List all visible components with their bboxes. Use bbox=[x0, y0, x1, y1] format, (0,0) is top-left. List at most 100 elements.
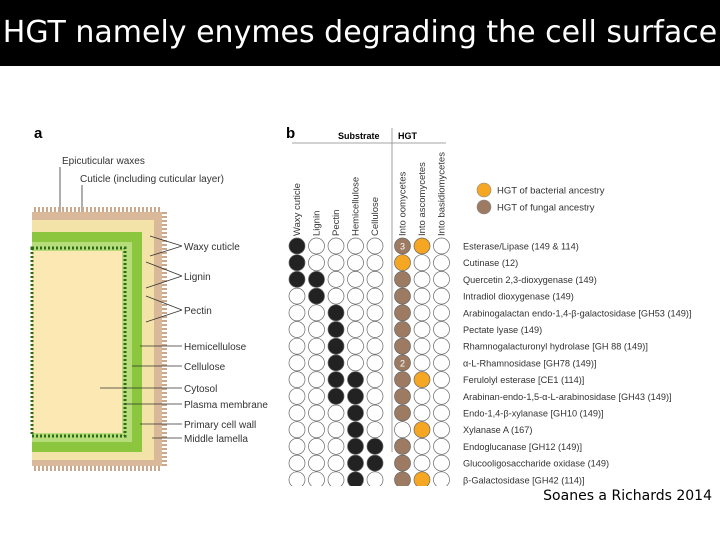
hgt-cell bbox=[413, 287, 431, 305]
hgt-cell bbox=[394, 438, 411, 455]
hgt-cell bbox=[394, 371, 411, 388]
wax-spike bbox=[161, 356, 167, 358]
wax-spike bbox=[161, 332, 167, 334]
slide-title: HGT namely enymes degrading the cell sur… bbox=[0, 0, 720, 66]
wax-spike bbox=[46, 207, 48, 213]
wax-spike bbox=[161, 364, 167, 366]
hgt-cell bbox=[433, 337, 450, 355]
wax-spike bbox=[161, 316, 167, 318]
wax-spike bbox=[114, 465, 116, 471]
substrate-cell bbox=[366, 438, 384, 455]
wax-spike bbox=[161, 216, 167, 218]
hgt-cell bbox=[433, 321, 450, 338]
legend-label: HGT of bacterial ancestry bbox=[497, 186, 605, 197]
wax-spike bbox=[161, 448, 167, 450]
substrate-cell bbox=[366, 287, 384, 305]
hgt-cell bbox=[433, 354, 450, 372]
substrate-cell bbox=[327, 454, 345, 472]
hgt-cell bbox=[394, 237, 411, 255]
wax-spike bbox=[158, 465, 160, 471]
substrate-cell bbox=[308, 287, 325, 305]
leader-pectin bbox=[145, 295, 183, 311]
enzyme-name: Rhamnogalacturonyl hydrolase [GH 88 (149… bbox=[463, 342, 648, 352]
hgt-cell bbox=[413, 337, 431, 355]
wax-spike bbox=[161, 464, 167, 466]
hgt-cell bbox=[394, 387, 411, 405]
wax-spike bbox=[90, 465, 92, 471]
wax-spike bbox=[142, 465, 144, 471]
wax-spike bbox=[161, 232, 167, 234]
substrate-cell bbox=[327, 404, 345, 422]
label-waxy-cuticle: Waxy cuticle bbox=[184, 242, 240, 253]
label-cuticle: Cuticle (including cuticular layer) bbox=[80, 174, 224, 185]
wax-spike bbox=[38, 207, 40, 213]
substrate-cell bbox=[327, 438, 345, 455]
hgt-cell bbox=[433, 387, 450, 405]
substrate-cell bbox=[288, 287, 306, 305]
leader-pectin-2 bbox=[145, 309, 183, 323]
wax-spike bbox=[90, 207, 92, 213]
wax-spike bbox=[70, 207, 72, 213]
hgt-cell bbox=[413, 438, 431, 455]
wax-spike bbox=[161, 340, 167, 342]
wax-spike bbox=[142, 207, 144, 213]
wax-spike bbox=[161, 396, 167, 398]
wax-spike bbox=[86, 465, 88, 471]
substrate-cell bbox=[347, 438, 364, 455]
wax-spike bbox=[161, 284, 167, 286]
substrate-cell bbox=[288, 371, 306, 388]
wax-spike bbox=[161, 248, 167, 250]
substrate-cell bbox=[347, 404, 364, 422]
enzyme-grid: 32 bbox=[288, 237, 450, 489]
column-header-waxy-cuticle: Waxy cuticle bbox=[292, 183, 303, 236]
label-cytosol: Cytosol bbox=[184, 384, 217, 395]
legend-swatch bbox=[476, 182, 492, 198]
substrate-cell bbox=[308, 321, 325, 338]
hgt-cell bbox=[413, 421, 431, 439]
hgt-cell bbox=[433, 271, 450, 288]
wax-spike bbox=[161, 424, 167, 426]
substrate-cell bbox=[347, 471, 364, 489]
column-header-lignin: Lignin bbox=[312, 211, 323, 236]
wax-spike bbox=[34, 465, 36, 471]
column-header-cellulose: Cellulose bbox=[370, 197, 381, 236]
hgt-cell bbox=[394, 287, 411, 305]
label-plasma-membrane: Plasma membrane bbox=[184, 400, 268, 411]
header-substrate: Substrate bbox=[338, 131, 380, 141]
wax-spike bbox=[58, 207, 60, 213]
hgt-cell bbox=[394, 454, 411, 472]
wax-spike bbox=[110, 465, 112, 471]
substrate-cell bbox=[347, 421, 364, 439]
hgt-cell bbox=[413, 371, 431, 388]
enzyme-name: Endoglucanase [GH12 (149)] bbox=[463, 442, 582, 452]
substrate-cell bbox=[327, 304, 345, 322]
figure-canvas: a Epicuticular waxes Cuticle (including … bbox=[30, 125, 691, 489]
wax-spike bbox=[161, 304, 167, 306]
substrate-cell bbox=[327, 254, 345, 272]
hgt-cell bbox=[413, 404, 431, 422]
cytosol-region bbox=[32, 251, 122, 433]
hgt-cell bbox=[394, 421, 411, 439]
substrate-cell bbox=[366, 404, 384, 422]
wax-spike bbox=[161, 392, 167, 394]
wax-spike bbox=[161, 456, 167, 458]
substrate-cell bbox=[327, 237, 345, 255]
wax-spike bbox=[161, 212, 167, 214]
substrate-cell bbox=[347, 354, 364, 372]
wax-spike bbox=[161, 240, 167, 242]
wax-spike bbox=[70, 465, 72, 471]
column-header-into-basidiomycetes: Into basidiomycetes bbox=[437, 152, 448, 236]
wax-spike bbox=[161, 460, 167, 462]
substrate-cell bbox=[308, 404, 325, 422]
wax-spike bbox=[161, 328, 167, 330]
substrate-cell bbox=[288, 271, 306, 288]
header-hgt: HGT bbox=[398, 131, 418, 141]
substrate-cell bbox=[347, 337, 364, 355]
wax-spike bbox=[118, 465, 120, 471]
wax-spike bbox=[78, 207, 80, 213]
wax-spike bbox=[161, 436, 167, 438]
wax-spike bbox=[130, 207, 132, 213]
wax-spike bbox=[146, 465, 148, 471]
substrate-cell bbox=[288, 404, 306, 422]
wax-spike bbox=[98, 207, 100, 213]
